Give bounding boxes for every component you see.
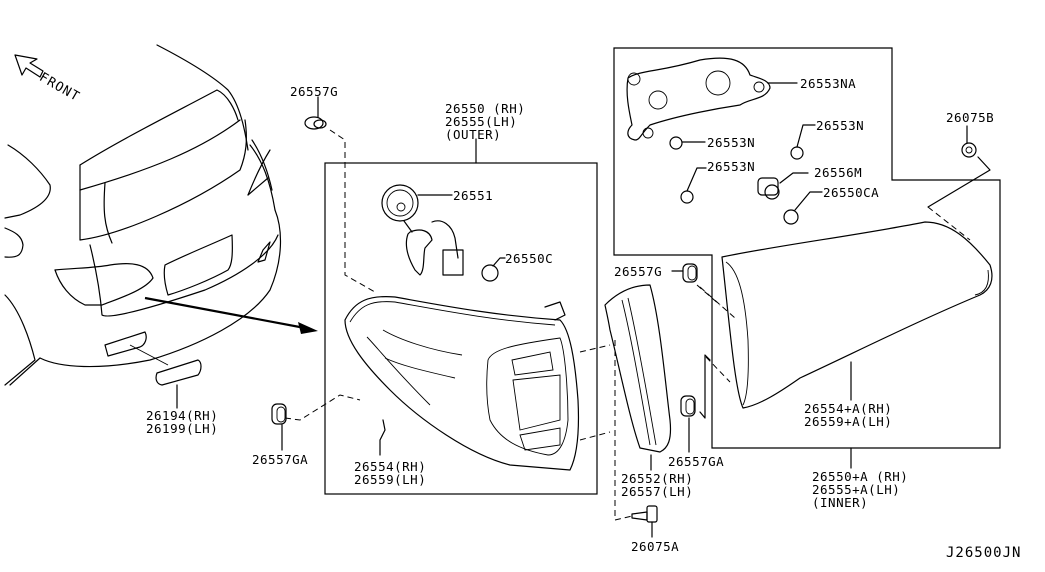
outer-assembly-note: (OUTER) <box>445 127 502 142</box>
vehicle-rear-sketch <box>4 44 282 386</box>
inner-lamp-frame <box>613 47 1001 449</box>
callout-26199-lh: 26199(LH) <box>146 421 219 436</box>
screw-26075a <box>614 505 658 538</box>
callout-26075a: 26075A <box>631 539 680 554</box>
outer-lamp-lens <box>281 295 611 471</box>
outer-lamp-frame <box>324 162 598 495</box>
callout-26553n-c: 26553N <box>707 159 756 174</box>
callout-26553na: 26553NA <box>800 76 857 91</box>
callout-26559a-lh: 26559+A(LH) <box>804 414 893 429</box>
socket-26556m <box>757 172 823 225</box>
nut-26075b <box>927 125 991 241</box>
callout-26557-lh: 26557(LH) <box>621 484 694 499</box>
clip-26557ga-right <box>680 354 711 453</box>
clip-26557g-top <box>304 96 376 293</box>
inner-assembly-rh: 26550+A (RH) <box>812 469 909 484</box>
inner-lamp-lens <box>699 221 993 469</box>
callout-26194-rh: 26194(RH) <box>146 408 219 423</box>
front-arrow-icon <box>14 54 44 78</box>
callout-26553n-a: 26553N <box>707 135 756 150</box>
outer-assembly-rh: 26550 (RH) <box>445 101 526 116</box>
diagram-code: J26500JN <box>946 545 1022 561</box>
clip-26557ga-left <box>271 403 287 425</box>
outer-assembly-lh: 26555(LH) <box>445 114 518 129</box>
inner-assembly-note: (INNER) <box>812 495 869 510</box>
callout-26550ca: 26550CA <box>823 185 880 200</box>
garnish-panel <box>604 284 672 520</box>
callout-26557ga-right: 26557GA <box>668 454 725 469</box>
grommets <box>669 124 816 204</box>
callout-26554-rh: 26554(RH) <box>354 459 427 474</box>
callout-26557ga-left: 26557GA <box>252 452 309 467</box>
callout-26554a-rh: 26554+A(RH) <box>804 401 893 416</box>
callout-26550c: 26550C <box>505 251 554 266</box>
callout-26557g-top: 26557G <box>290 84 339 99</box>
callout-26559-lh: 26559(LH) <box>354 472 427 487</box>
callout-26075b: 26075B <box>946 110 995 125</box>
clip-26557g-mid <box>671 263 721 306</box>
inner-assembly-lh: 26555+A(LH) <box>812 482 901 497</box>
callout-26552-rh: 26552(RH) <box>621 471 694 486</box>
callout-26551: 26551 <box>453 188 494 203</box>
callout-26553n-b: 26553N <box>816 118 865 133</box>
socket-assembly <box>381 184 506 282</box>
gasket-plate <box>626 57 798 141</box>
callout-26556m: 26556M <box>814 165 863 180</box>
pointer-arrow <box>144 296 318 334</box>
side-reflector <box>129 344 202 409</box>
callout-26557g-mid: 26557G <box>614 264 663 279</box>
